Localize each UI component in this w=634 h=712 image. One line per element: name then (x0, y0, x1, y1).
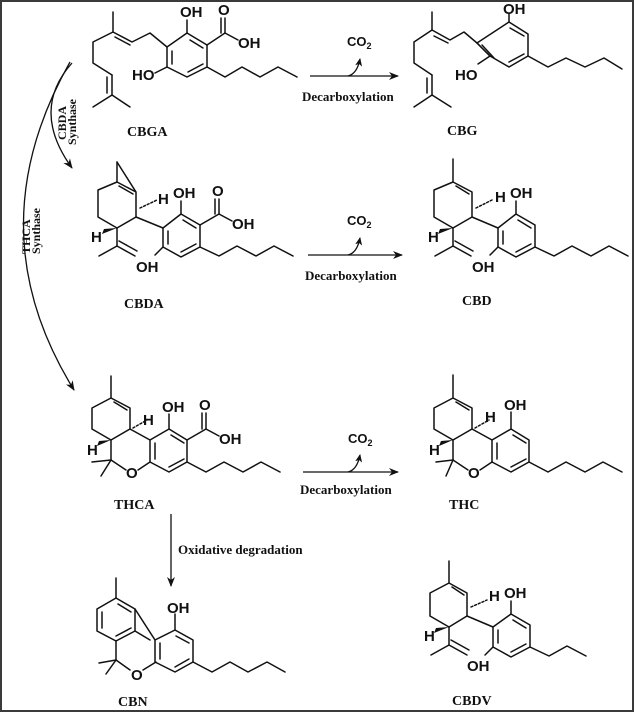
structure-cbd: H OH H OH CBD (428, 158, 629, 309)
cbga-ho: HO (132, 67, 155, 84)
decarboxylation-label-1: Decarboxylation (302, 89, 394, 104)
cbda-oh-top: OH (173, 185, 196, 202)
cbg-bonds (413, 11, 623, 108)
label-cbda: CBDA (124, 297, 165, 312)
thca-acid-oh: OH (219, 431, 242, 448)
label-cbg: CBG (447, 124, 477, 139)
structure-cbdv: H OH H OH CBDV (424, 560, 587, 709)
thca-oh: OH (162, 399, 185, 416)
cbdv-h-wedge: H (424, 628, 435, 645)
label-thc: THC (449, 498, 479, 513)
thca-synthase-arrow: THCA Synthase (19, 61, 75, 391)
cbda-carbonyl-o: O (212, 183, 224, 200)
structure-thc: OH H H O THC (429, 374, 623, 513)
thca-h-wedge: H (87, 442, 98, 459)
co2-label-1: CO2 (347, 34, 372, 51)
cbda-wedge-bond (102, 228, 117, 234)
cbd-wedge-bond (438, 228, 453, 234)
decarboxylation-arrow-2: CO2 Decarboxylation (305, 213, 403, 283)
structure-thca: OH O OH H H O THCA (87, 375, 281, 513)
decarboxylation-arrow-1: CO2 Decarboxylation (302, 34, 399, 104)
cbda-synthase-label-2: Synthase (65, 98, 79, 145)
label-cbdv: CBDV (452, 694, 492, 709)
cbn-oh: OH (167, 600, 190, 617)
cbda-h-wedge: H (91, 229, 102, 246)
structure-cbga: OH O OH HO CBGA (92, 2, 298, 140)
cbdv-oh-top: OH (504, 585, 527, 602)
cbd-oh-bottom: OH (472, 259, 495, 276)
cbdv-bonds (429, 560, 587, 658)
cbda-h-hash: H (158, 191, 169, 208)
thc-ring-o: O (468, 465, 480, 482)
thca-wedge-bond (97, 440, 111, 446)
thc-wedge-bond (439, 440, 453, 446)
cbga-acid-oh: OH (238, 35, 261, 52)
co2-label-3: CO2 (348, 431, 373, 448)
thc-bonds (433, 374, 623, 477)
cbdv-h-hash: H (489, 588, 500, 605)
cbda-synthase-arrow: CBDA Synthase (50, 62, 79, 169)
thc-h-hash: H (485, 409, 496, 426)
decarboxylation-arrow-3: CO2 Decarboxylation (300, 431, 399, 497)
co2-label-2: CO2 (347, 213, 372, 230)
thca-carbonyl-o: O (199, 397, 211, 414)
oxidative-degradation-arrow: Oxidative degradation (167, 514, 303, 587)
decarboxylation-label-3: Decarboxylation (300, 482, 392, 497)
cbd-oh-top: OH (510, 185, 533, 202)
label-cbn: CBN (118, 695, 148, 710)
cbd-h-wedge: H (428, 229, 439, 246)
cbda-oh-bottom: OH (136, 259, 159, 276)
structure-cbda: H OH O OH H OH CBDA (91, 161, 294, 312)
structure-cbg: OH HO CBG (413, 1, 623, 139)
oxidative-degradation-label: Oxidative degradation (178, 542, 303, 557)
thca-ring-o: O (126, 465, 138, 482)
cbda-acid-oh: OH (232, 216, 255, 233)
cbn-ring-o: O (131, 667, 143, 684)
thc-h-wedge: H (429, 442, 440, 459)
label-cbga: CBGA (127, 125, 168, 140)
cbga-carbonyl-o: O (218, 2, 230, 19)
cbg-ho: HO (455, 67, 478, 84)
cbga-bonds (92, 11, 298, 108)
thc-oh: OH (504, 397, 527, 414)
structure-cbn: OH O CBN (96, 577, 286, 710)
cbda-synthase-label-1: CBDA (55, 106, 69, 140)
label-cbd: CBD (462, 294, 492, 309)
thca-h-hash: H (143, 412, 154, 429)
cbn-bonds (96, 577, 286, 675)
thca-synthase-label-2: Synthase (29, 207, 43, 254)
cbd-h-hash: H (495, 189, 506, 206)
cbdv-wedge-bond (434, 627, 449, 633)
cbga-oh-top: OH (180, 4, 203, 21)
thca-synthase-label-1: THCA (19, 219, 33, 254)
cbg-oh: OH (503, 1, 526, 18)
cbda-bonds (97, 161, 294, 258)
decarboxylation-label-2: Decarboxylation (305, 268, 397, 283)
cbd-bonds (433, 158, 629, 258)
thca-bonds (91, 375, 281, 477)
label-thca: THCA (114, 498, 155, 513)
cbdv-oh-bottom: OH (467, 658, 490, 675)
